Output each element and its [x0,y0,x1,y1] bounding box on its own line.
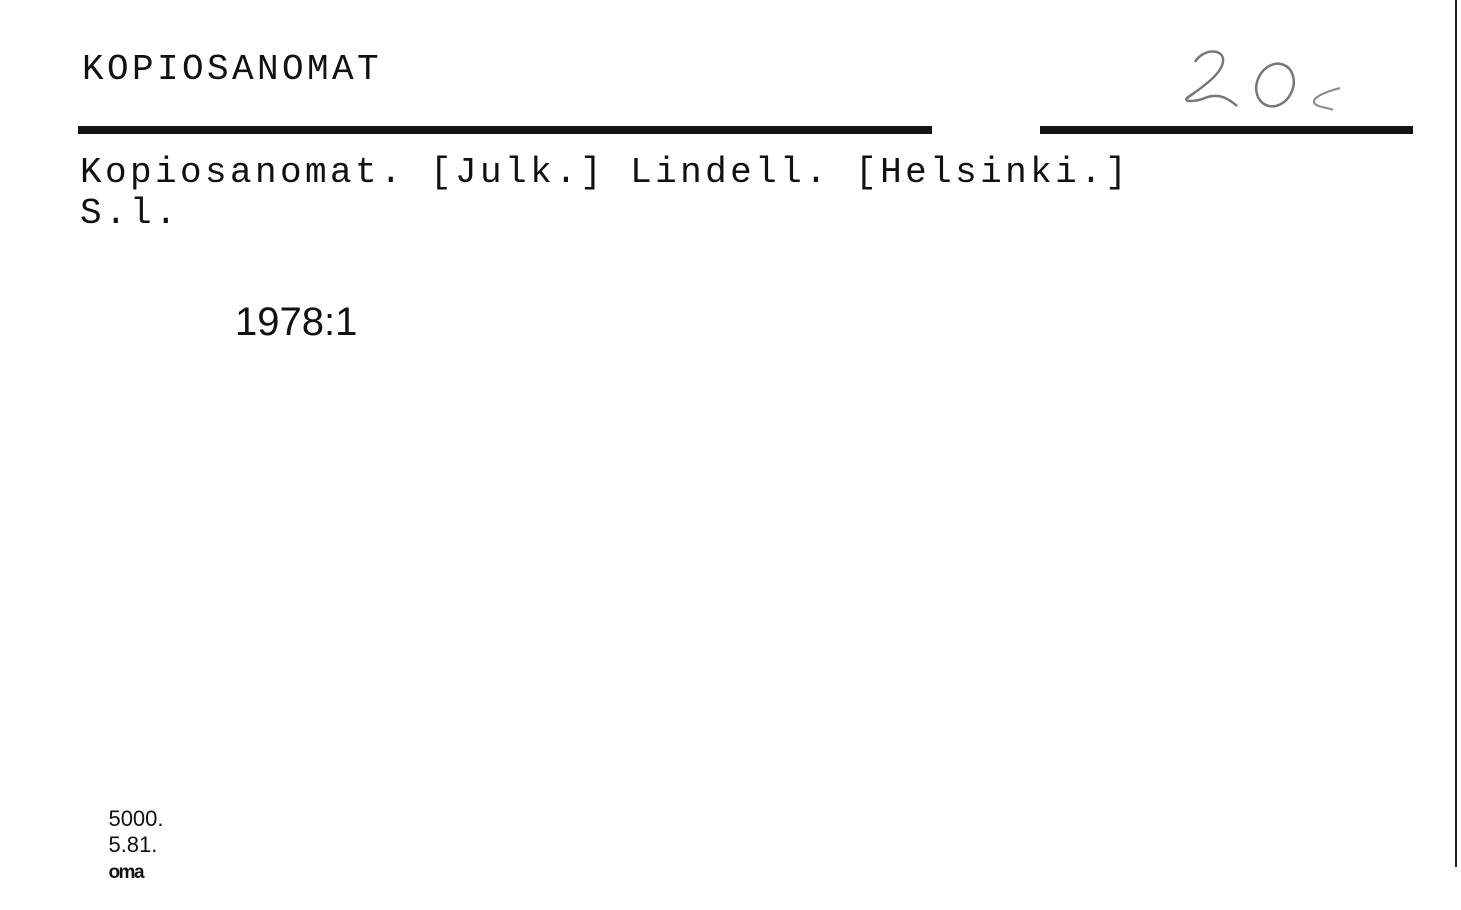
card-footer: 5000. 5.81. oma [84,780,164,910]
entry-place-line: S.l. [80,193,181,234]
card-edge [1455,0,1457,867]
footer-date: 5.81. [108,832,158,857]
footer-print-run: 5000. [108,806,164,831]
heading-rule-right [1040,126,1413,134]
entry-title-line: Kopiosanomat. [Julk.] Lindell. [Helsinki… [80,152,1131,193]
footer-printer: oma [108,862,144,883]
holdings: 1978:1 [235,300,358,344]
card-heading: KOPIOSANOMAT [82,49,383,90]
handwritten-mark: 20c [1175,40,1355,120]
heading-rule-left [78,126,932,134]
